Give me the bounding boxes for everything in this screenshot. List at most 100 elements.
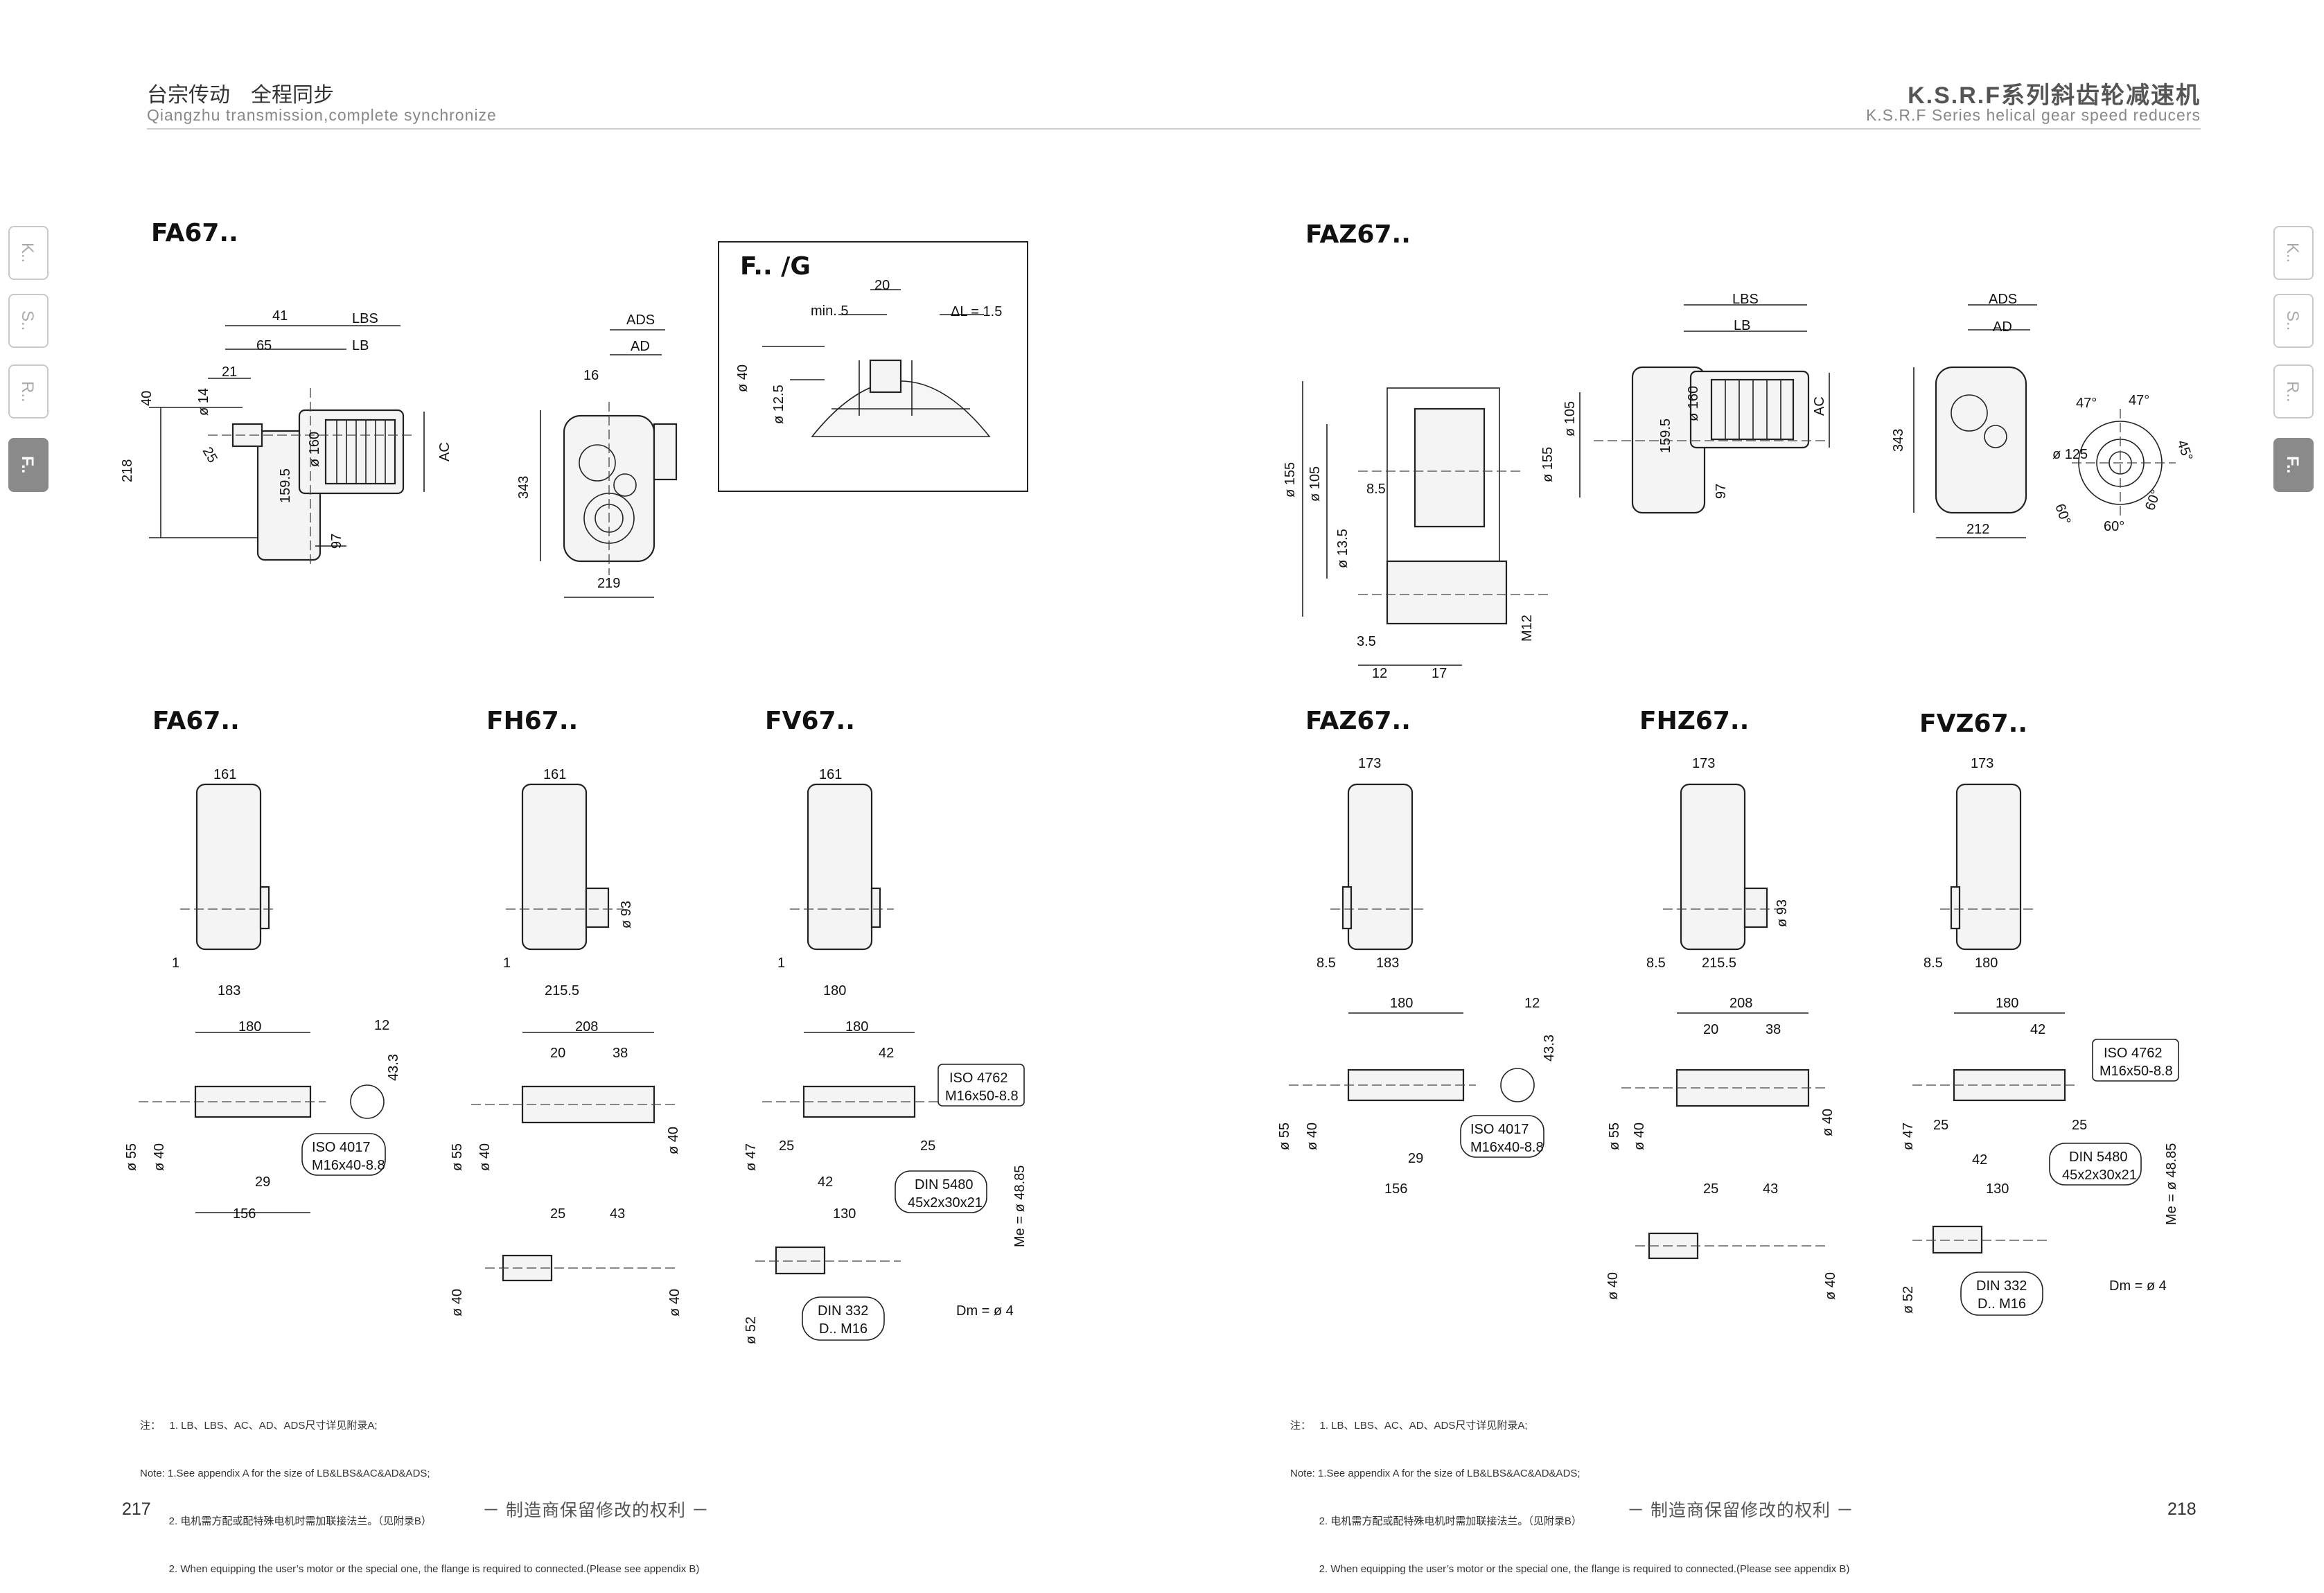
- fh67-hollow-shaft: [471, 1032, 679, 1282]
- callout-din332-right: [1960, 1271, 2043, 1316]
- inset-dim-d12-5: ø 12.5: [771, 385, 786, 424]
- side-tab-s-right[interactable]: S..: [2273, 294, 2314, 348]
- dim-25-fv-right: 25: [920, 1138, 935, 1154]
- dim-angle-47b: 47°: [2129, 393, 2149, 408]
- dim-d40-fh-right: ø 40: [666, 1127, 681, 1154]
- side-tab-r-left[interactable]: R..: [8, 364, 49, 419]
- dim-ac-right: AC: [1812, 396, 1827, 416]
- callout-iso4762-left: [937, 1064, 1025, 1107]
- dim-d40-fa: ø 40: [152, 1143, 167, 1171]
- dim-d105-side: ø 105: [1562, 401, 1578, 437]
- dim-d40h6-fhz: ø 40: [1605, 1272, 1621, 1300]
- note-line-2: Note: 1.See appendix A for the size of L…: [140, 1468, 430, 1479]
- dim-lb-right: LB: [1734, 318, 1750, 333]
- side-tab-r-right[interactable]: R..: [2273, 364, 2314, 419]
- dim-180-fv-shaft: 180: [845, 1019, 868, 1035]
- dim-d40-fh: ø 40: [477, 1143, 493, 1171]
- callout-iso4017-right-l2: M16x40-8.8: [1470, 1140, 1544, 1155]
- note-line-1: 注： 1. LB、LBS、AC、AD、ADS尺寸详见附录A;: [1290, 1420, 1528, 1432]
- note-line-2: Note: 1.See appendix A for the size of L…: [1290, 1468, 1581, 1479]
- page-number-right: 218: [2167, 1499, 2197, 1519]
- fh67-bottom-body: [506, 783, 624, 951]
- note-line-3: 2. 电机需方配或配特殊电机时需加联接法兰。（见附录B）: [140, 1515, 432, 1527]
- side-tab-f-left[interactable]: F..: [8, 438, 49, 492]
- notes-left: 注： 1. LB、LBS、AC、AD、ADS尺寸详见附录A; Note: 1.S…: [140, 1386, 699, 1593]
- dim-dm-fv: Dm = ø 4: [956, 1303, 1014, 1319]
- dim-dm-fvz: Dm = ø 4: [2109, 1278, 2167, 1294]
- faz67-front-view: [1913, 304, 2176, 538]
- side-tab-k-right[interactable]: K..: [2273, 226, 2314, 280]
- side-tab-s-left[interactable]: S..: [8, 294, 49, 348]
- dim-angle-47a: 47°: [2076, 396, 2097, 411]
- callout-din332-right-l2: D.. M16: [1978, 1296, 2026, 1312]
- dim-20-fhz: 20: [1703, 1022, 1718, 1037]
- faz67-hollow-shaft: [1289, 1012, 1535, 1102]
- dim-40: 40: [139, 391, 155, 406]
- dim-180-fv: 180: [823, 983, 846, 998]
- dim-43-3-fa: 43.3: [386, 1054, 401, 1081]
- dim-me-fv: Me = ø 48.85: [1012, 1165, 1028, 1247]
- fv67-bottom-body: [790, 783, 894, 951]
- dim-d52-fv: ø 52: [743, 1317, 759, 1344]
- callout-iso4017-left: [301, 1133, 386, 1176]
- fvz67-bottom-body: [1940, 783, 2037, 951]
- side-tab-f-right[interactable]: F..: [2273, 438, 2314, 492]
- dim-159-5-left: 159.5: [278, 468, 293, 503]
- dim-208-fh: 208: [575, 1019, 598, 1035]
- dim-d160-right: ø 160: [1686, 386, 1701, 421]
- callout-din5480-left-l2: 45x2x30x21: [908, 1195, 983, 1211]
- dim-d93-fh: ø 93: [619, 901, 634, 928]
- dim-38-fh: 38: [613, 1046, 628, 1061]
- dim-25-fvz-left: 25: [1933, 1118, 1948, 1133]
- note-line-4: 2. When equipping the user’s motor or th…: [1290, 1563, 1850, 1575]
- model-title-fvz67: FVZ67..: [1919, 710, 2028, 738]
- callout-iso4017-right-l1: ISO 4017: [1470, 1122, 1529, 1137]
- callout-din5480-right-l2: 45x2x30x21: [2062, 1168, 2137, 1183]
- dim-d93-fhz: ø 93: [1775, 899, 1790, 927]
- dim-1-fa: 1: [172, 956, 179, 971]
- callout-din332-left-l2: D.. M16: [819, 1321, 868, 1337]
- dim-161-fv: 161: [819, 767, 842, 782]
- dim-183-fa: 183: [218, 983, 240, 998]
- callout-din5480-right: [2049, 1143, 2142, 1186]
- fhz67-bottom-body: [1663, 783, 1781, 951]
- side-tab-k-left[interactable]: K..: [8, 226, 49, 280]
- dim-20-fh: 20: [550, 1046, 565, 1061]
- dim-42-fvz-low: 42: [1972, 1152, 1987, 1168]
- dim-183-faz: 183: [1376, 956, 1399, 971]
- dim-d13-5: ø 13.5: [1335, 529, 1350, 568]
- dim-ads-left: ADS: [626, 313, 655, 328]
- callout-din5480-left-l1: DIN 5480: [915, 1177, 974, 1192]
- dim-29-fa: 29: [255, 1174, 270, 1190]
- callout-iso4762-right-l1: ISO 4762: [2104, 1046, 2163, 1061]
- callout-din332-right-l1: DIN 332: [1976, 1278, 2027, 1294]
- dim-ads-right: ADS: [1989, 292, 2017, 307]
- inset-title: F.. /G: [740, 252, 811, 281]
- inset-frame: [718, 241, 1028, 492]
- dim-17: 17: [1432, 666, 1447, 681]
- dim-21: 21: [222, 364, 237, 380]
- dim-173-faz: 173: [1358, 756, 1381, 771]
- callout-iso4017-right: [1460, 1115, 1544, 1158]
- faz67-side-view: [1579, 304, 1830, 514]
- dim-180-fa-shaft: 180: [238, 1019, 261, 1035]
- dim-angle-60a: 60°: [2052, 502, 2073, 527]
- header-rule: [147, 128, 2201, 130]
- dim-41: 41: [272, 308, 288, 324]
- fa67-bottom-body: [180, 783, 277, 951]
- note-line-4: 2. When equipping the user’s motor or th…: [140, 1563, 700, 1575]
- dim-3-5: 3.5: [1357, 634, 1376, 649]
- dim-215-5-fh: 215.5: [545, 983, 579, 998]
- dim-218: 218: [120, 459, 135, 482]
- callout-din332-left: [802, 1296, 885, 1341]
- dim-130-fvz: 130: [1986, 1181, 2009, 1197]
- dim-12-fa: 12: [374, 1018, 389, 1033]
- faz67-section-view: [1302, 381, 1552, 666]
- model-title-faz67: FAZ67..: [1305, 707, 1411, 735]
- fa67-front-view: [540, 329, 678, 598]
- dim-343-left: 343: [516, 476, 531, 499]
- dim-43-fh: 43: [610, 1206, 625, 1222]
- inset-dim-20: 20: [874, 278, 890, 293]
- dim-219: 219: [597, 576, 620, 591]
- header-series-subtitle: K.S.R.F Series helical gear speed reduce…: [1865, 106, 2201, 124]
